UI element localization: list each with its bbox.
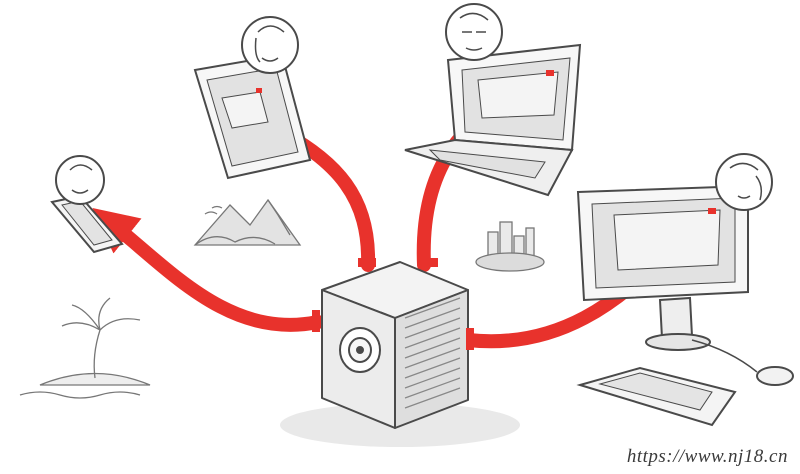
safe-top-strip (358, 258, 376, 267)
watermark-url: https://www.nj18.cn (626, 446, 788, 467)
city-icon (475, 221, 545, 272)
safe-icon (321, 261, 469, 429)
safe-right-strip (466, 328, 474, 350)
island-icon (19, 297, 151, 399)
avatar-faces (69, 12, 763, 201)
mouse-icon (691, 339, 794, 386)
arrow-to-phone (92, 208, 325, 332)
avatar-icon (55, 3, 773, 211)
tablet-icon (193, 53, 312, 180)
safe-top-strip-2 (420, 258, 438, 267)
safe-side-strip (312, 310, 320, 332)
laptop-icon (404, 43, 582, 197)
phone-icon (50, 194, 124, 254)
mountain-icon (193, 198, 302, 246)
desktop-icon (576, 184, 749, 351)
keyboard-icon (576, 366, 737, 427)
